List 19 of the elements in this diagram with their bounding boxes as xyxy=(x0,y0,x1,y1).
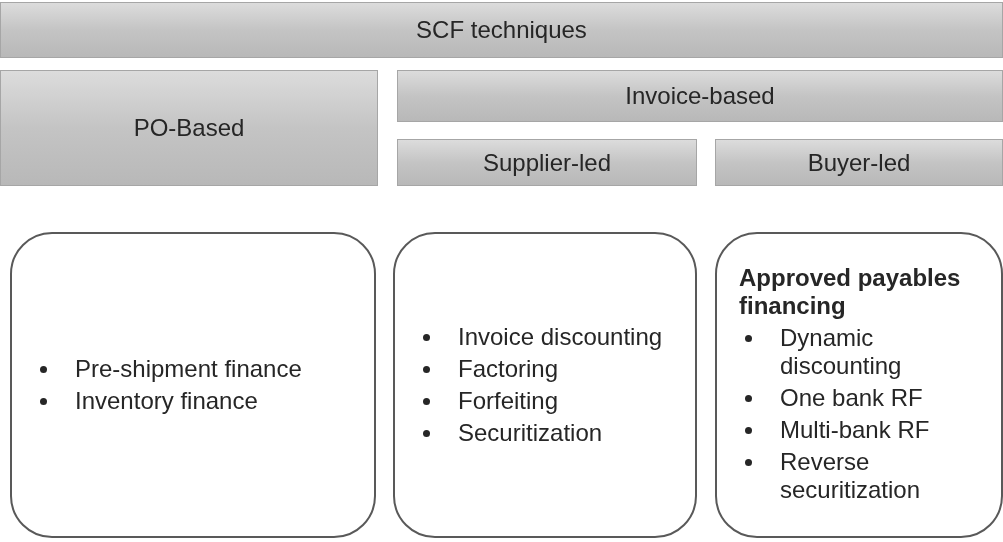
category-band: Invoice-based xyxy=(397,70,1003,122)
list-item: Dynamic discounting xyxy=(780,324,903,380)
list-item: One bank RF xyxy=(780,384,923,412)
category-band: Supplier-led xyxy=(397,139,697,186)
list-item: Reverse securitization xyxy=(780,448,922,504)
list-item: Inventory finance xyxy=(75,387,258,415)
technique-panel xyxy=(10,232,376,538)
technique-panel xyxy=(393,232,697,538)
list-item: Invoice discounting xyxy=(458,323,663,351)
list-item: Forfeiting xyxy=(458,387,559,415)
list-item: Factoring xyxy=(458,355,559,383)
list-item: Pre-shipment finance xyxy=(75,355,302,383)
panel-heading: Approved payables financing xyxy=(739,264,962,320)
list-item: Securitization xyxy=(458,419,603,447)
category-band: PO-Based xyxy=(0,70,378,186)
category-band: SCF techniques xyxy=(0,2,1003,58)
technique-panel xyxy=(715,232,1003,538)
list-item: Multi-bank RF xyxy=(780,416,930,444)
category-band: Buyer-led xyxy=(715,139,1003,186)
